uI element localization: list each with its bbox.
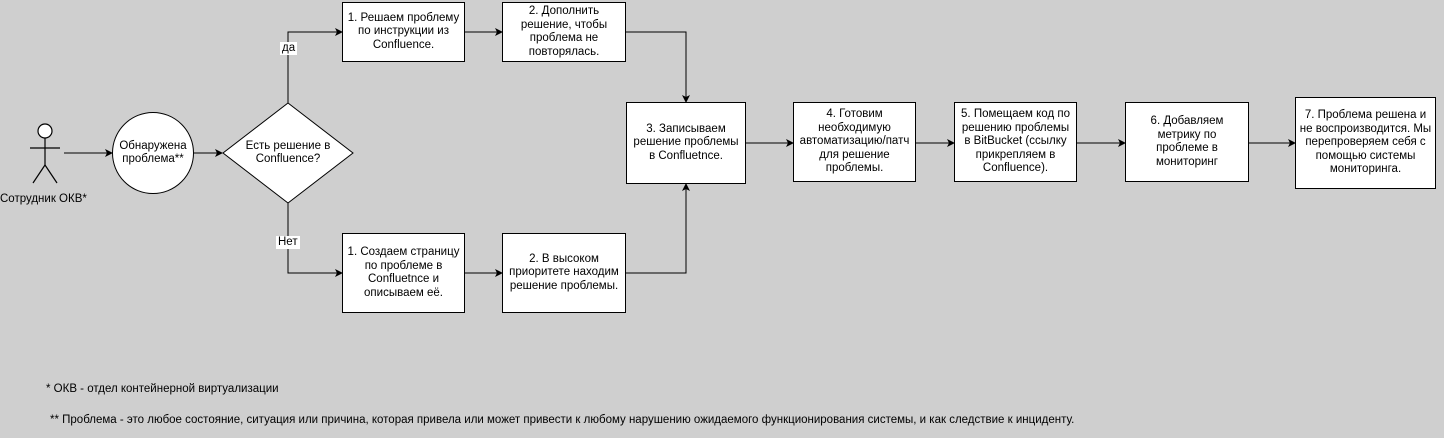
step-5: 5. Помещаем код по решению проблемы в Bi…	[954, 102, 1077, 182]
step-3-label: 3. Записываем решение проблемы в Conflue…	[633, 122, 739, 162]
step-no-2: 2. В высоком приоритете находим решение …	[502, 233, 626, 313]
step-yes-1: 1. Решаем проблему по инструкции из Conf…	[342, 2, 465, 62]
step-7-label: 7. Проблема решена и не воспроизводится.…	[1299, 109, 1432, 176]
step-3: 3. Записываем решение проблемы в Conflue…	[626, 102, 746, 184]
edge-yes2-s3	[626, 31, 690, 103]
step-5-label: 5. Помещаем код по решению проблемы в Bi…	[961, 108, 1070, 175]
edge-no2-s3	[626, 183, 690, 274]
step-6-label: 6. Добавляем метрику по проблеме в монит…	[1150, 115, 1224, 168]
edge-decision-no1	[287, 203, 343, 277]
step-no-1-label: 1. Создаем страницу по проблеме в Conflu…	[347, 246, 460, 299]
step-no-1: 1. Создаем страницу по проблеме в Conflu…	[342, 233, 465, 313]
edge-label-yes: да	[280, 42, 298, 55]
actor-label: Сотрудник ОКВ*	[0, 193, 87, 205]
edge-decision-yes1	[287, 28, 343, 103]
actor-figure-icon	[30, 123, 60, 184]
step-6: 6. Добавляем метрику по проблеме в монит…	[1125, 102, 1249, 182]
step-yes-2: 2. Дополнить решение, чтобы проблема не …	[502, 2, 626, 62]
step-yes-1-label: 1. Решаем проблему по инструкции из Conf…	[347, 11, 460, 51]
footnote-problem: ** Проблема - это любое состояние, ситуа…	[50, 414, 1075, 426]
step-4-label: 4. Готовим необходимую автоматизацию/пат…	[799, 108, 910, 175]
step-7: 7. Проблема решена и не воспроизводится.…	[1295, 97, 1436, 189]
step-yes-2-label: 2. Дополнить решение, чтобы проблема не …	[520, 5, 608, 58]
footnote-okv: * ОКВ - отдел контейнерной виртуализации	[46, 383, 279, 395]
start-event-label: Обнаружена проблема**	[119, 139, 187, 166]
step-no-2-label: 2. В высоком приоритете находим решение …	[509, 252, 619, 292]
decision-label: Есть решение в Confluence?	[245, 139, 331, 166]
step-4: 4. Готовим необходимую автоматизацию/пат…	[793, 102, 916, 182]
start-event-circle: Обнаружена проблема**	[112, 112, 194, 194]
edge-label-no: Нет	[276, 236, 300, 249]
